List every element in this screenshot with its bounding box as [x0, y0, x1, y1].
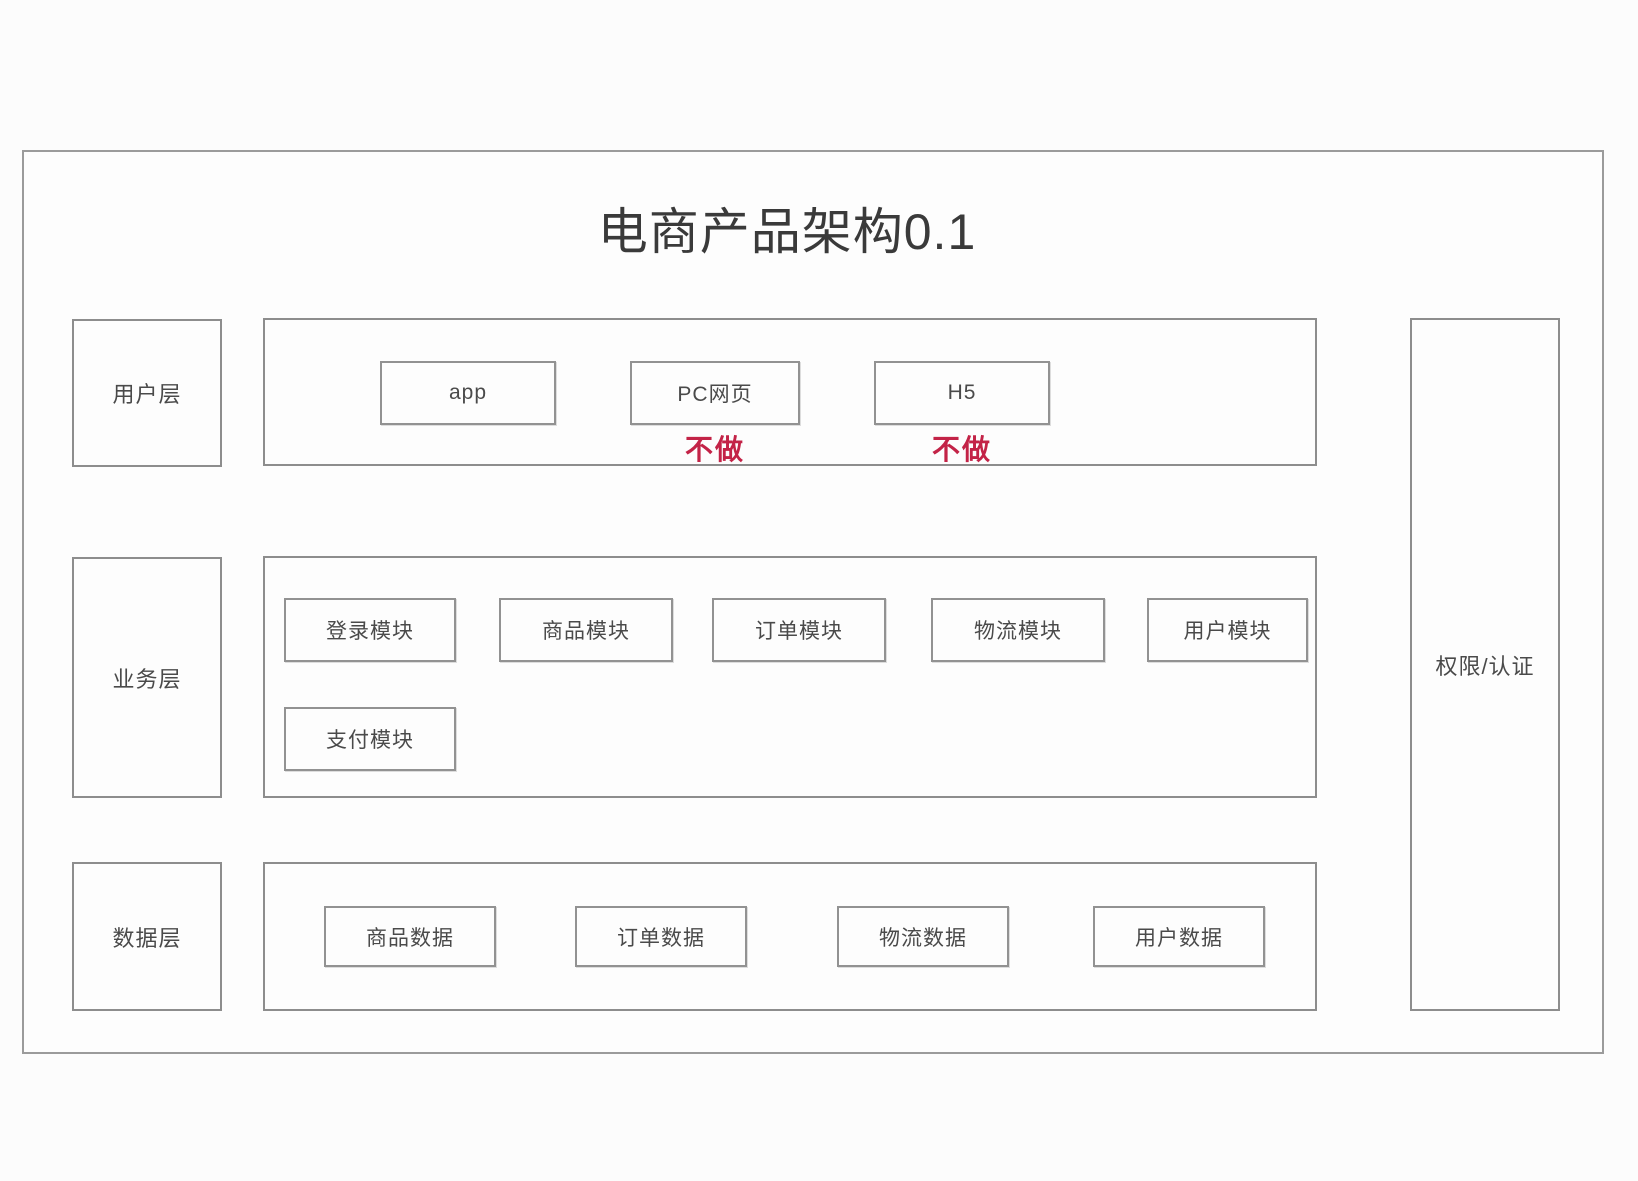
data-logistics: 物流数据: [837, 906, 1009, 967]
module-product: 商品模块: [499, 598, 673, 662]
module-logistics: 物流模块: [931, 598, 1105, 662]
module-payment: 支付模块: [284, 707, 456, 771]
note-h5-not-doing: 不做: [931, 434, 993, 465]
data-layer-container: [263, 862, 1317, 1011]
data-order: 订单数据: [575, 906, 747, 967]
data-product: 商品数据: [324, 906, 496, 967]
auth-column: 权限/认证: [1410, 318, 1560, 1011]
business-layer-container: [263, 556, 1317, 798]
module-login: 登录模块: [284, 598, 456, 662]
module-pc-web: PC网页: [630, 361, 800, 425]
note-pc-web-not-doing: 不做: [684, 434, 746, 465]
module-order: 订单模块: [712, 598, 886, 662]
module-app: app: [380, 361, 556, 425]
layer-label-user: 用户层: [72, 319, 222, 467]
module-user: 用户模块: [1147, 598, 1308, 662]
diagram-title: 电商产品架构0.1: [597, 204, 977, 260]
module-h5: H5: [874, 361, 1050, 425]
layer-label-business: 业务层: [72, 557, 222, 798]
data-user: 用户数据: [1093, 906, 1265, 967]
layer-label-data: 数据层: [72, 862, 222, 1011]
user-layer-container: [263, 318, 1317, 466]
